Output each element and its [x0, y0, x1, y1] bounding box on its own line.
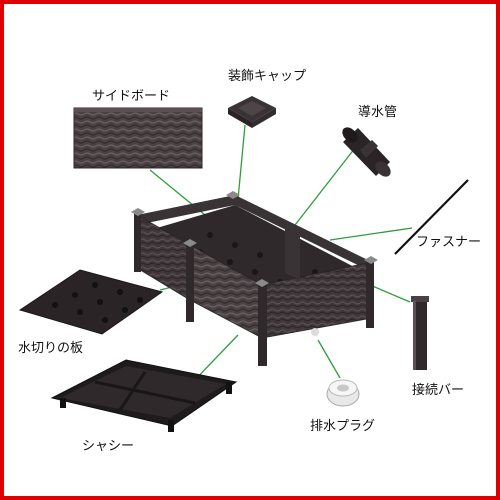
- planter-assembly: [131, 191, 378, 366]
- product-parts-diagram: [18, 96, 469, 432]
- label-chassis: シャシー: [82, 439, 135, 454]
- label-connecting-bar: 接続バー: [412, 383, 465, 398]
- water-pipe-part: [342, 127, 391, 177]
- label-side-board: サイドボード: [92, 89, 171, 104]
- fastener-part: [394, 179, 469, 255]
- chassis-part: [50, 359, 238, 432]
- decorative-cap-part: [228, 96, 276, 128]
- label-fastener: ファスナー: [416, 235, 482, 250]
- label-water-pipe: 導水管: [358, 105, 398, 120]
- planter-drain-plug: [311, 328, 319, 336]
- label-drain-board: 水切りの板: [18, 341, 84, 356]
- side-board-part: [73, 107, 203, 169]
- image-frame: サイドボード 装飾キャップ 導水管 ファスナー 水切りの板 接続バー 排水プラグ…: [4, 4, 496, 496]
- label-decorative-cap: 装飾キャップ: [228, 69, 307, 84]
- leader-line-drain-plug: [317, 339, 341, 379]
- drain-plug-part: [326, 379, 360, 407]
- leader-line-connecting-bar: [369, 284, 411, 303]
- drain-board-part: [18, 269, 164, 335]
- connecting-bar-part: [411, 296, 429, 370]
- label-drain-plug: 排水プラグ: [310, 419, 376, 434]
- leader-line-fastener: [329, 227, 413, 241]
